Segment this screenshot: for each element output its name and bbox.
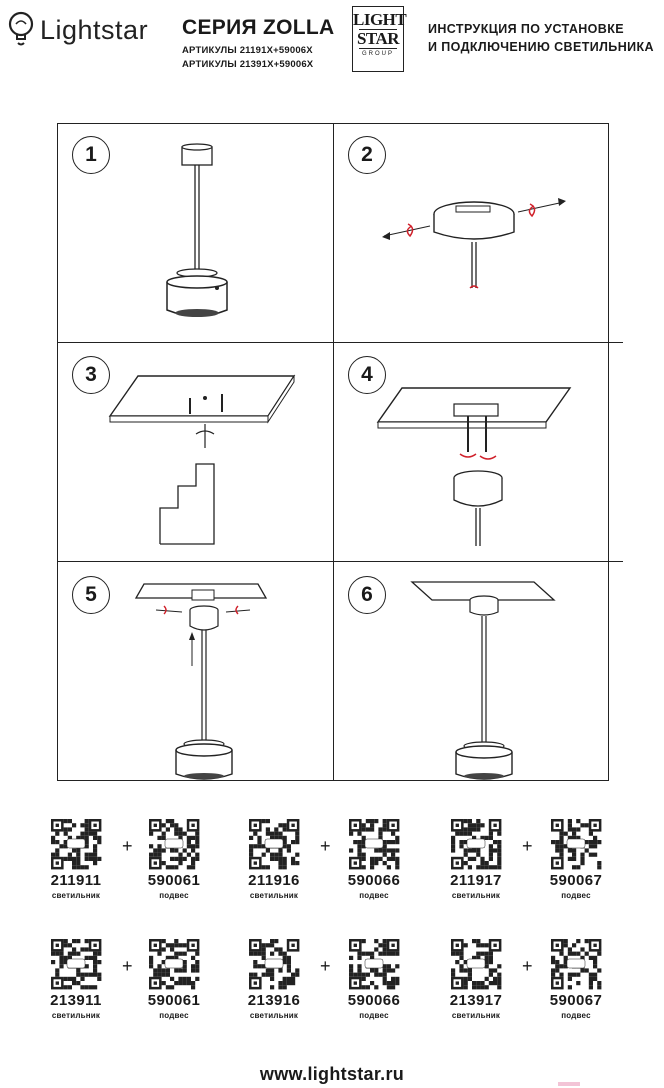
product-item: 211916 светильник: [238, 818, 310, 900]
articles-line-1: АРТИКУЛЫ 21191X+59006X: [182, 45, 313, 56]
step-5-badge: 5: [72, 576, 110, 614]
logo-line-1: LIGHT: [353, 10, 407, 29]
step-1-pendant-illustration: [166, 143, 228, 317]
product-type: подвес: [561, 1011, 591, 1020]
qr-code-icon: [249, 819, 300, 870]
product-item: 590061 подвес: [138, 938, 210, 1020]
product-type: светильник: [451, 1011, 501, 1020]
plus-sign: +: [522, 956, 533, 976]
step-3-badge: 3: [72, 356, 110, 394]
product-type: светильник: [51, 891, 101, 900]
brand-name: Lightstar: [40, 14, 149, 45]
product-type: подвес: [159, 1011, 189, 1020]
series-title: СЕРИЯ ZOLLA: [182, 16, 335, 39]
step-1-badge: 1: [72, 136, 110, 174]
plus-sign: +: [522, 836, 533, 856]
product-type: светильник: [51, 1011, 101, 1020]
product-code: 590061: [147, 872, 201, 889]
product-type: подвес: [359, 1011, 389, 1020]
plus-sign: +: [122, 956, 133, 976]
qr-code-icon: [551, 939, 602, 990]
instruction-line-2: И ПОДКЛЮЧЕНИЮ СВЕТИЛЬНИКА: [428, 40, 654, 54]
qr-code-icon: [51, 939, 102, 990]
step-5-attach-illustration: [134, 583, 268, 780]
step-6-finished-illustration: [410, 581, 556, 780]
plus-sign: +: [320, 836, 331, 856]
logo-line-3: GROUP: [361, 51, 394, 57]
product-code: 211917: [450, 872, 502, 889]
qr-code-icon: [551, 819, 602, 870]
qr-code-icon: [149, 819, 200, 870]
corner-mark: [558, 1082, 580, 1086]
product-item: 213916 светильник: [238, 938, 310, 1020]
step-3-mounting-illustration: [108, 374, 296, 545]
product-item: 590067 подвес: [540, 818, 612, 900]
product-item: 590066 подвес: [338, 818, 410, 900]
product-item: 213911 светильник: [40, 938, 112, 1020]
plus-sign: +: [122, 836, 133, 856]
product-item: 211917 светильник: [440, 818, 512, 900]
product-type: подвес: [359, 891, 389, 900]
lightbulb-logo-icon: [8, 11, 34, 46]
product-item: 211911 светильник: [40, 818, 112, 900]
plus-sign: +: [320, 956, 331, 976]
product-item: 590066 подвес: [338, 938, 410, 1020]
qr-code-icon: [349, 939, 400, 990]
product-item: 213917 светильник: [440, 938, 512, 1020]
product-type: подвес: [561, 891, 591, 900]
step-4-bracket-illustration: [376, 387, 572, 546]
step-4-badge: 4: [348, 356, 386, 394]
product-code: 590066: [347, 992, 401, 1009]
brand-logo: Lightstar: [6, 10, 148, 50]
product-code: 590066: [347, 872, 401, 889]
step-2-badge: 2: [348, 136, 386, 174]
qr-code-icon: [249, 939, 300, 990]
instruction-grid: 1 2 3 4 5 6: [57, 123, 623, 781]
product-item: 590067 подвес: [540, 938, 612, 1020]
product-code: 213916: [247, 992, 301, 1009]
lightstar-group-logo: LIGHT STAR GROUP: [352, 6, 407, 72]
instruction-line-1: ИНСТРУКЦИЯ ПО УСТАНОВКЕ: [428, 22, 625, 36]
product-code: 590067: [549, 872, 603, 889]
product-code: 213911: [50, 992, 102, 1009]
product-type: подвес: [159, 891, 189, 900]
product-code: 211916: [248, 872, 300, 889]
product-type: светильник: [451, 891, 501, 900]
qr-code-icon: [349, 819, 400, 870]
website-link[interactable]: www.lightstar.ru: [259, 1064, 405, 1084]
qr-code-icon: [451, 939, 502, 990]
step-6-badge: 6: [348, 576, 386, 614]
product-code: 213917: [449, 992, 503, 1009]
product-type: светильник: [249, 1011, 299, 1020]
product-item: 590061 подвес: [138, 818, 210, 900]
qr-code-icon: [149, 939, 200, 990]
product-code: 211911: [50, 872, 102, 889]
product-type: светильник: [249, 891, 299, 900]
qr-code-icon: [51, 819, 102, 870]
step-2-canopy-illustration: [382, 198, 566, 289]
product-code: 590067: [549, 992, 603, 1009]
logo-line-2: STAR: [356, 29, 400, 48]
qr-code-icon: [451, 819, 502, 870]
product-code: 590061: [147, 992, 201, 1009]
articles-line-2: АРТИКУЛЫ 21391X+59006X: [182, 59, 314, 70]
